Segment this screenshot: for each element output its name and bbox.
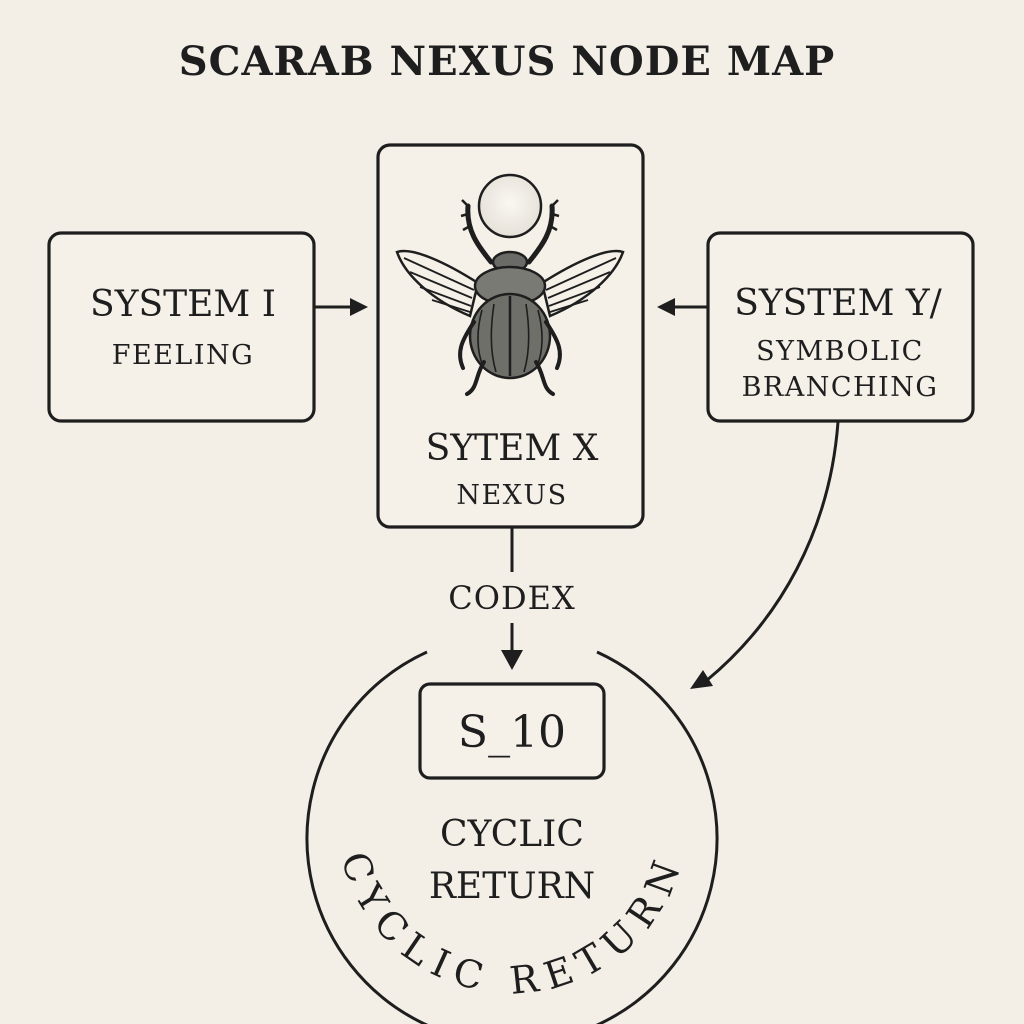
edge-system-i-to-nexus xyxy=(315,298,368,316)
edge-system-y-to-s10 xyxy=(690,421,840,689)
node-system-y-subtitle-line1: SYMBOLIC xyxy=(756,336,924,367)
node-s10: S_10 CYCLIC RETURN CYCLIC RETURN xyxy=(305,650,719,1024)
node-s10-ring xyxy=(305,650,719,1024)
edge-nexus-to-s10 xyxy=(501,528,523,670)
node-s10-title: S_10 xyxy=(458,707,566,758)
node-system-i-title: SYSTEM I xyxy=(90,284,276,325)
node-system-y: SYSTEM Y/ SYMBOLIC BRANCHING xyxy=(706,231,975,423)
node-system-y-title: SYSTEM Y/ xyxy=(734,283,942,324)
node-system-x-subtitle: NEXUS xyxy=(456,480,567,511)
node-system-y-subtitle-line2: BRANCHING xyxy=(742,372,939,403)
node-s10-box xyxy=(418,682,606,780)
node-system-y-box xyxy=(706,231,975,423)
node-s10-label-line1: CYCLIC xyxy=(440,814,584,855)
node-system-i: SYSTEM I FEELING xyxy=(47,231,316,423)
node-system-x: SYTEM X NEXUS xyxy=(376,143,645,529)
node-system-x-title: SYTEM X xyxy=(426,428,599,469)
node-s10-label-line2: RETURN xyxy=(429,866,595,907)
node-system-i-box xyxy=(47,231,316,423)
edge-label-codex: CODEX xyxy=(448,579,576,617)
node-system-i-subtitle: FEELING xyxy=(112,340,254,371)
diagram-title: SCARAB NEXUS NODE MAP xyxy=(179,38,835,85)
scarab-icon xyxy=(395,173,625,396)
edge-system-y-to-nexus xyxy=(657,298,708,316)
